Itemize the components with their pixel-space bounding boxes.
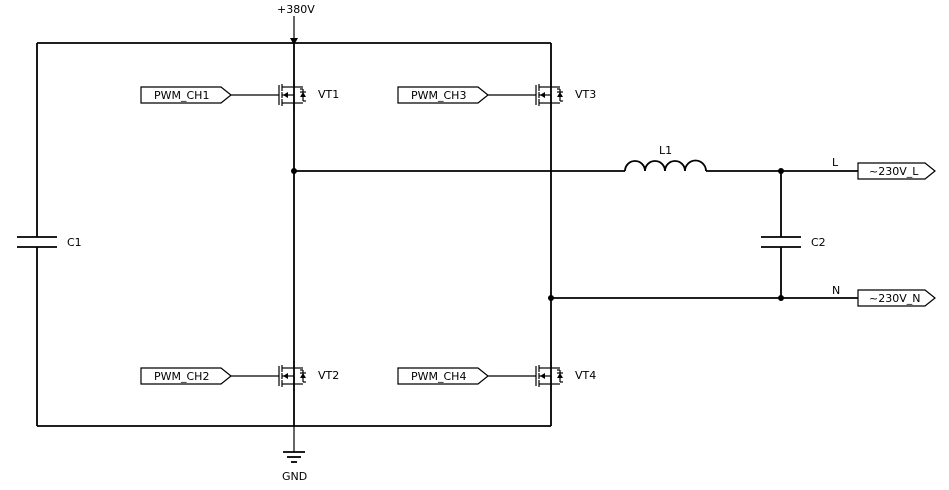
junction-dot [291,168,297,174]
supply-label: +380V [277,3,315,16]
junction-dot [778,168,784,174]
mosfet-icon [535,80,563,110]
vt3-label: VT3 [575,88,596,101]
ground-icon [283,451,305,463]
capacitor-c2: C2 [761,236,826,249]
pwm-port-ch1: PWM_CH1 [140,86,279,104]
mosfet-icon [535,361,563,391]
pwm-ch2-label: PWM_CH2 [154,370,209,383]
inductor-l1: L1 [624,144,707,172]
pwm-port-ch4: PWM_CH4 [397,367,536,385]
mosfet-vt4: VT4 [535,361,596,391]
vt1-label: VT1 [318,88,339,101]
inductor-coil-icon [624,159,707,172]
ground-label: GND [282,470,307,483]
l1-label: L1 [659,144,672,157]
output-port-icon [857,289,936,307]
ground: GND [282,426,307,483]
pwm-port-ch2: PWM_CH2 [140,367,279,385]
input-port-icon [397,367,489,385]
output-port-n: N ~230V_N [832,284,936,307]
mosfet-icon [278,80,306,110]
mosfet-icon [278,361,306,391]
input-port-icon [140,86,232,104]
junction-dot [778,295,784,301]
pwm-ch3-label: PWM_CH3 [411,89,466,102]
pwm-ch4-label: PWM_CH4 [411,370,466,383]
output-port-l: L ~230V_L [832,156,936,180]
mosfet-vt1: VT1 [278,80,339,110]
mosfet-vt2: VT2 [278,361,339,391]
out-n-label: ~230V_N [869,292,920,305]
junction-dot [548,295,554,301]
vt2-label: VT2 [318,369,339,382]
input-port-icon [140,367,232,385]
output-port-icon [857,162,936,180]
supply-rail: +380V [277,3,315,45]
mosfet-vt3: VT3 [535,80,596,110]
input-port-icon [397,86,489,104]
out-l-label: ~230V_L [869,165,919,178]
supply-arrow-icon [290,38,298,45]
line-net-label: L [832,156,839,169]
c2-label: C2 [811,236,826,249]
vt4-label: VT4 [575,369,596,382]
pwm-port-ch3: PWM_CH3 [397,86,536,104]
c1-label: C1 [67,236,82,249]
capacitor-c1: C1 [17,236,82,249]
neutral-net-label: N [832,284,840,297]
pwm-ch1-label: PWM_CH1 [154,89,209,102]
